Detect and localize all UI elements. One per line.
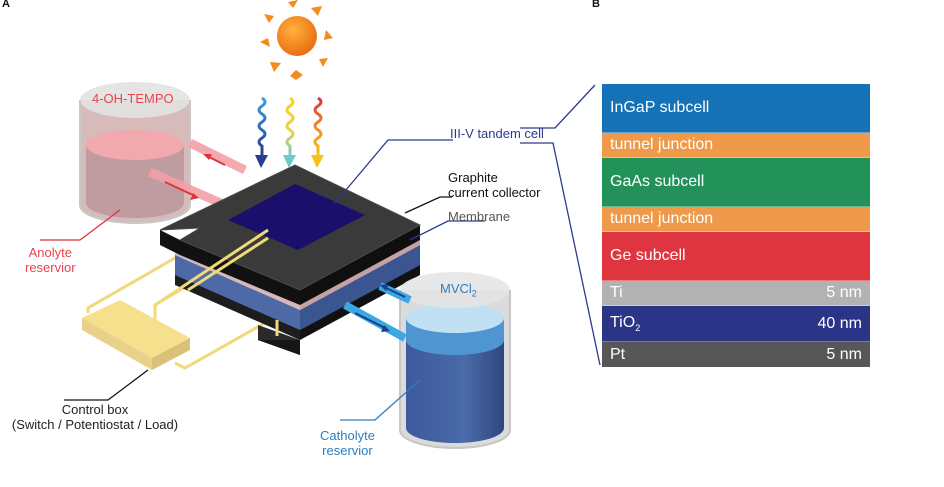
wire-leads (154, 228, 279, 336)
stack-bottom-leader (520, 142, 601, 366)
panel-label-b: B (592, 0, 600, 10)
layer-name: Ge subcell (610, 247, 686, 264)
catholyte-reservoir (399, 272, 511, 449)
layer-gaas: GaAs subcell (602, 158, 870, 207)
layer-thickness: 5 nm (826, 284, 862, 301)
layer-thickness: 40 nm (817, 314, 862, 332)
anolyte-tubes (148, 138, 247, 210)
light-wave-orange (311, 96, 324, 168)
layer-name: tunnel junction (610, 210, 714, 227)
anolyte-reservoir-label-line1: Anolyte (28, 245, 72, 260)
layer-stack: InGaP subcell tunnel junction GaAs subce… (602, 84, 870, 367)
graphite-collector-label: Graphite current collector (448, 170, 540, 200)
graphite-label-line2: current collector (448, 185, 541, 200)
leader-lines (40, 84, 601, 421)
catholyte-leader (340, 379, 421, 421)
anolyte-reservoir (79, 82, 191, 224)
catholyte-species-text: MVCl (440, 281, 472, 296)
layer-name-text: TiO (610, 313, 636, 331)
catholyte-tubes (343, 282, 412, 342)
catholyte-species-label: MVCl2 (440, 281, 477, 302)
membrane-label: Membrane (448, 209, 511, 224)
catholyte-species-subscript: 2 (471, 288, 477, 299)
layer-ge: Ge subcell (602, 232, 870, 281)
graphite-label-line1: Graphite (448, 170, 498, 185)
catholyte-reservoir-label: Catholyte reservior (320, 428, 375, 458)
layer-name: Pt (610, 345, 626, 363)
graphite-leader (404, 196, 452, 214)
anolyte-reservoir-label-line2: reservior (25, 260, 76, 275)
anolyte-reservoir-label: Anolyte reservior (25, 245, 76, 275)
control-box-label: Control box (Switch / Potentiostat / Loa… (0, 402, 190, 432)
layer-ti: Ti 5 nm (602, 281, 870, 306)
layer-name: GaAs subcell (610, 173, 705, 190)
stack-top-leader (520, 84, 596, 129)
light-wave-blue (255, 96, 268, 168)
layer-name: InGaP subcell (610, 99, 710, 116)
layer-name: Ti (610, 284, 623, 301)
layer-tunnel-junction-2: tunnel junction (602, 207, 870, 232)
panel-label-a: A (2, 0, 10, 10)
sun-icon (260, 0, 333, 80)
layer-ingap: InGaP subcell (602, 84, 870, 133)
anolyte-species-label: 4-OH-TEMPO (92, 91, 174, 106)
tandem-cell-label: III-V tandem cell (450, 126, 544, 141)
tandem-leader (334, 139, 453, 204)
layer-name-subscript: 2 (635, 323, 641, 334)
anolyte-leader (40, 209, 121, 241)
light-wave-yellow (283, 96, 296, 168)
control-box-leader (64, 369, 149, 401)
membrane-leader (409, 220, 485, 241)
layer-name: tunnel junction (610, 136, 714, 153)
catholyte-reservoir-label-line2: reservior (322, 443, 373, 458)
catholyte-reservoir-label-line1: Catholyte (320, 428, 375, 443)
layer-name: TiO2 (610, 314, 640, 333)
layer-tunnel-junction-1: tunnel junction (602, 133, 870, 158)
control-box-label-line1: Control box (61, 402, 129, 417)
layer-tio2: TiO2 40 nm (602, 306, 870, 342)
layer-pt: Pt 5 nm (602, 342, 870, 367)
layer-thickness: 5 nm (826, 345, 862, 363)
control-box-label-line2: (Switch / Potentiostat / Load) (11, 417, 179, 432)
control-box (82, 300, 190, 370)
